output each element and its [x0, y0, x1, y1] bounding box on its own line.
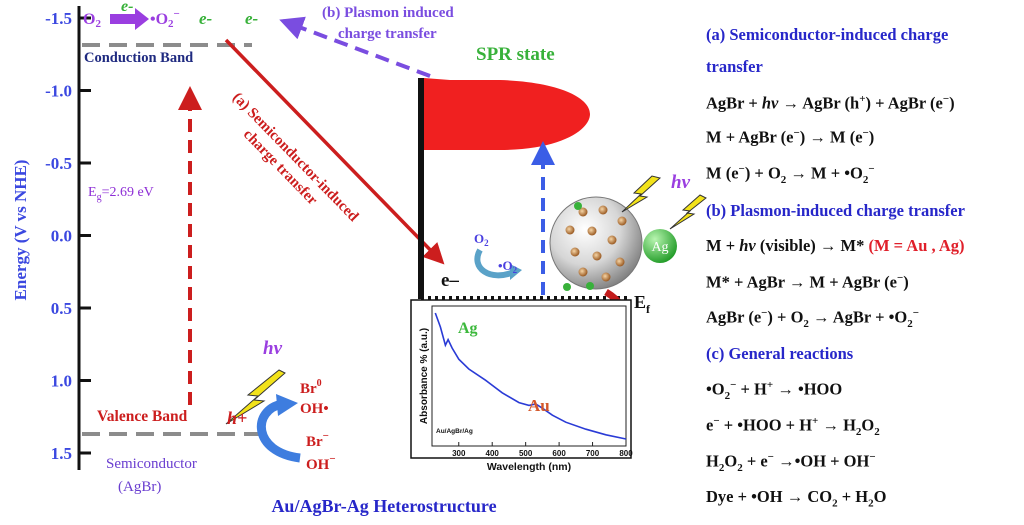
- light-bolt-icon: [621, 175, 662, 213]
- heterostructure-label: Au/AgBr-Ag Heterostructure: [271, 496, 496, 516]
- ag-particle-label: Ag: [651, 240, 668, 255]
- absorbance-curve: [434, 312, 627, 440]
- conduction-band-label: Conduction Band: [84, 50, 193, 66]
- energy-ticks: -1.5 -1.0 -0.5 0.0 0.5 1.0 1.5: [45, 9, 91, 463]
- ag-dot: [586, 282, 594, 290]
- reaction-heading-c: (c) General reactions: [706, 344, 854, 363]
- light-bolt-icon: [669, 194, 707, 230]
- electron-label-top3: e-: [245, 9, 259, 28]
- o2-reduction-curve: [474, 248, 516, 279]
- energy-tick-label: 0.0: [51, 227, 72, 246]
- energy-tick-label: -0.5: [45, 154, 72, 173]
- inset-tick-label: 300: [452, 449, 466, 458]
- br0-label: Br0: [300, 378, 322, 397]
- semiconductor-label: Semiconductor: [106, 456, 197, 472]
- reaction-b2: M* + AgBr → M + AgBr (e−): [706, 272, 909, 292]
- inset-x-ticks: 300 400 500 600 700 800: [452, 442, 633, 458]
- bandgap-label: Eg=2.69 eV: [88, 185, 154, 203]
- reaction-c2: e− + •HOO + H+ → H2O2: [706, 415, 880, 438]
- inset-tick-label: 800: [619, 449, 633, 458]
- ag-nanoparticle: [643, 229, 677, 263]
- reaction-heading-b: (b) Plasmon-induced charge transfer: [706, 201, 965, 220]
- oh-minus-label: OH−: [306, 453, 336, 473]
- energy-axis-title: Energy (V vs NHE): [11, 160, 30, 301]
- energy-tick-label: -1.0: [45, 82, 72, 101]
- light-bolt-icon: [225, 369, 286, 425]
- inset-peak-ag-label: Ag: [458, 320, 478, 337]
- reaction-heading-a-cont: transfer: [706, 57, 763, 76]
- inset-tick-label: 500: [519, 449, 533, 458]
- o2-to-superoxide-arrow: [110, 8, 149, 30]
- o2-small-label: O2: [474, 231, 489, 248]
- energy-tick-label: 0.5: [51, 299, 72, 318]
- inset-corner-label: Au/AgBr/Ag: [436, 428, 473, 435]
- hv-label-valence: hv: [263, 338, 283, 359]
- inset-tick-label: 600: [552, 449, 566, 458]
- reaction-b3: AgBr (e−) + O2 → AgBr + •O2−: [706, 307, 919, 330]
- reaction-b1-metal-note: (M = Au , Ag): [868, 236, 965, 255]
- oh-radical-label: OH•: [300, 401, 329, 417]
- plasmon-transfer-arrow: [279, 16, 431, 78]
- reaction-a1: AgBr + hv → AgBr (h+) + AgBr (e−): [706, 93, 955, 113]
- ag-dot: [563, 283, 571, 291]
- semiconductor-transfer-arrow: [224, 38, 445, 265]
- superoxide-label: •O2−: [150, 8, 180, 30]
- oxidation-curve: [256, 399, 301, 463]
- inset-tick-label: 400: [486, 449, 500, 458]
- agbr-sphere: [549, 196, 643, 290]
- reaction-a2: M + AgBr (e−) → M (e−): [706, 127, 875, 147]
- hole-label: h+: [227, 408, 247, 428]
- semiconductor-transfer-text: (a) Semiconductor-induced charge transfe…: [229, 90, 362, 226]
- br-minus-label: Br−: [306, 430, 329, 450]
- reaction-a3: M (e−) + O2 → M + •O2−: [706, 163, 875, 186]
- inset-plot-area: [431, 305, 627, 447]
- reaction-c3: H2O2 + e− →•OH + OH−: [706, 451, 876, 474]
- reaction-c1: •O2− + H+ → •HOO: [706, 379, 843, 402]
- au-nanoparticles: [565, 205, 627, 282]
- semiconductor-sublabel: (AgBr): [118, 479, 161, 495]
- plasmon-transfer-label: (b) Plasmon induced: [322, 5, 454, 21]
- valence-band-label: Valence Band: [97, 408, 188, 425]
- spr-state-shape: [424, 78, 590, 150]
- spr-state-label: SPR state: [476, 44, 555, 65]
- electron-at-metal: e–: [441, 270, 459, 291]
- o2-reduction-arrowhead: [510, 264, 522, 280]
- o2-label: O2: [83, 11, 101, 30]
- inset-xlabel: Wavelength (nm): [487, 461, 571, 473]
- energy-tick-label: 1.0: [51, 372, 72, 391]
- absorbance-inset: 300 400 500 600 700 800 Absorbance % (a.u.) W…: [410, 299, 633, 473]
- oxidation-arrowhead: [276, 394, 298, 416]
- inset-ylabel: Absorbance % (a.u.): [419, 328, 430, 424]
- energy-tick-label: 1.5: [51, 444, 72, 463]
- electron-label-top2: e-: [199, 9, 213, 28]
- reaction-c4: Dye + •OH → CO2 + H2O: [706, 487, 887, 510]
- inset-tick-label: 700: [586, 449, 600, 458]
- fermi-level-label: Ef: [634, 292, 651, 316]
- ag-dot: [574, 202, 582, 210]
- reaction-heading-a: (a) Semiconductor-induced charge: [706, 25, 949, 44]
- plasmon-transfer-sublabel: charge transfer: [338, 26, 437, 42]
- energy-axis: -1.5 -1.0 -0.5 0.0 0.5 1.0 1.5 Energy (V vs NH…: [11, 6, 91, 470]
- superoxide-small-label: •O2: [498, 258, 518, 275]
- hv-label-particle: hv: [671, 172, 691, 193]
- inset-peak-au-label: Au: [528, 396, 550, 415]
- energy-tick-label: -1.5: [45, 9, 72, 28]
- reaction-b1: M + hv (visible) → M* (M = Au , Ag): [706, 236, 965, 255]
- electron-label-top1: e-: [121, 0, 133, 15]
